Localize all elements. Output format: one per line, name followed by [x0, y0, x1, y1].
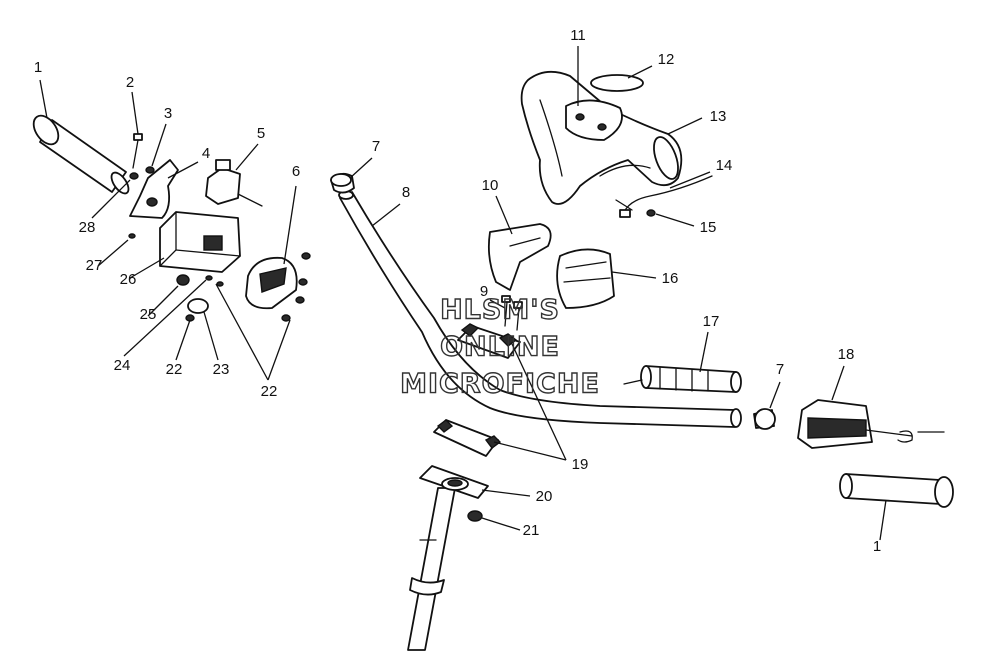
- grip-left: [32, 114, 130, 195]
- watermark-line-2: ONLINE: [440, 332, 560, 363]
- watermark-line-3: MICROFICHE: [400, 369, 600, 400]
- callout-6: 6: [292, 163, 300, 180]
- switch: [205, 159, 263, 207]
- column-mount-plate: [419, 465, 489, 499]
- callout-9: 9: [480, 283, 488, 300]
- callout-22: 22: [261, 383, 278, 400]
- callout-28: 28: [79, 219, 96, 236]
- lever-bracket: [129, 159, 179, 219]
- wire-harness: [615, 175, 713, 218]
- callout-3: 3: [164, 105, 172, 122]
- leader-lines: [39, 46, 887, 541]
- bar-end-plug-left: [330, 172, 355, 194]
- callout-23: 23: [213, 361, 230, 378]
- spring: [205, 275, 213, 281]
- callout-26: 26: [120, 271, 137, 288]
- watermark: HLSM'S ONLINE MICROFICHE: [399, 294, 600, 400]
- bar-end-plug-right: [753, 408, 776, 430]
- callout-15: 15: [700, 219, 717, 236]
- callout-12: 12: [658, 51, 675, 68]
- switch-cover: [245, 256, 298, 310]
- throttle-housing: [797, 399, 945, 449]
- pad-decal: [590, 74, 644, 92]
- button: [176, 274, 190, 286]
- pad-insert: [565, 99, 623, 141]
- watermark-line-1: HLSM'S: [440, 295, 560, 326]
- handlebar-clamp-lower: [433, 419, 502, 457]
- callout-8: 8: [402, 184, 410, 201]
- callout-10: 10: [482, 177, 499, 194]
- pad-screw: [646, 209, 656, 217]
- callout-19: 19: [572, 456, 589, 473]
- lever-nut: [129, 172, 139, 180]
- callout-16: 16: [662, 270, 679, 287]
- callout-labels: 1 2 3 4 5 6 7 8 9 10 11 12 13 14 15 16 1…: [34, 27, 881, 555]
- callout-24: 24: [114, 357, 131, 374]
- callout-11: 11: [570, 27, 586, 44]
- callout-20: 20: [536, 488, 553, 505]
- callout-18: 18: [838, 346, 855, 363]
- callout-13: 13: [710, 108, 727, 125]
- callout-7: 7: [372, 138, 380, 155]
- handlebar: [338, 190, 742, 428]
- callout-25: 25: [140, 306, 157, 323]
- column-nut: [467, 510, 483, 522]
- clip: [187, 298, 209, 314]
- callout-14: 14: [716, 157, 733, 174]
- washer: [145, 166, 155, 174]
- callout-1: 1: [34, 59, 42, 76]
- throttle-grip: [623, 365, 742, 393]
- callout-22-lower: 22: [166, 361, 183, 378]
- clamp-bolts: [501, 295, 523, 331]
- pivot-pin: [132, 133, 143, 169]
- handlebar-clamp-upper: [457, 323, 521, 359]
- cover-screws: [185, 252, 311, 322]
- callout-2: 2: [126, 74, 134, 91]
- steering-column: [407, 487, 456, 651]
- small-screw: [128, 233, 136, 239]
- callout-5: 5: [257, 125, 265, 142]
- callout-17: 17: [703, 313, 720, 330]
- upper-cover: [487, 223, 552, 291]
- switch-housing: [159, 211, 241, 273]
- callout-27: 27: [86, 257, 103, 274]
- grip-right: [839, 473, 954, 508]
- lower-cover: [556, 248, 615, 309]
- callout-4: 4: [202, 145, 210, 162]
- callout-21: 21: [523, 522, 540, 539]
- callout-7-right: 7: [776, 361, 784, 378]
- callout-1-right: 1: [873, 538, 881, 555]
